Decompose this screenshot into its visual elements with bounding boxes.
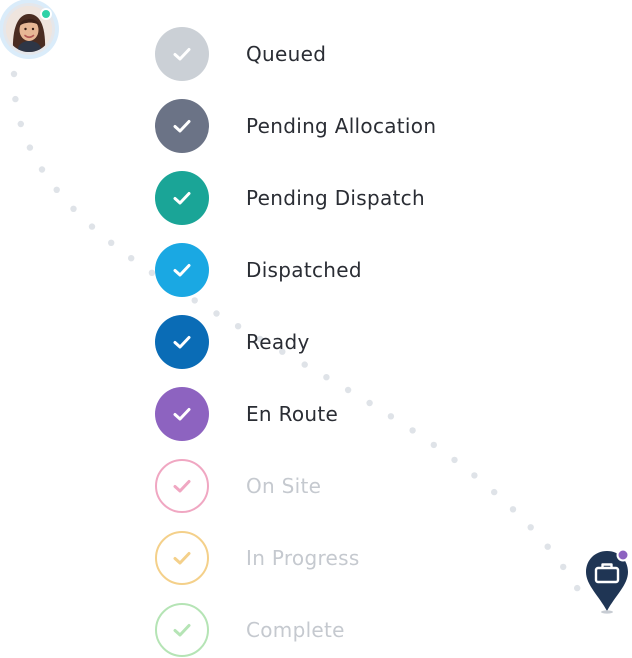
- route-dot: [574, 584, 581, 592]
- route-dot: [213, 310, 220, 317]
- status-indicator[interactable]: [155, 243, 209, 297]
- status-label: En Route: [246, 402, 339, 426]
- route-dot: [10, 70, 18, 78]
- status-item-pending-dispatch[interactable]: Pending Dispatch: [155, 171, 436, 225]
- status-indicator[interactable]: [155, 315, 209, 369]
- route-dot: [148, 269, 156, 276]
- route-dot: [509, 506, 517, 513]
- status-label: Ready: [246, 330, 310, 354]
- route-dot: [387, 413, 395, 420]
- person-photo-icon: [6, 6, 52, 52]
- status-label: In Progress: [246, 546, 360, 570]
- status-indicator[interactable]: [155, 171, 209, 225]
- status-item-dispatched[interactable]: Dispatched: [155, 243, 436, 297]
- status-label: Pending Allocation: [246, 114, 437, 138]
- route-dot: [88, 223, 96, 230]
- status-label: Dispatched: [246, 258, 362, 282]
- status-indicator[interactable]: [155, 99, 209, 153]
- status-item-ready[interactable]: Ready: [155, 315, 436, 369]
- route-dot: [451, 456, 458, 464]
- route-dot: [527, 524, 534, 531]
- status-item-en-route[interactable]: En Route: [155, 387, 436, 441]
- checkmark-icon: [173, 48, 191, 61]
- status-label: Pending Dispatch: [246, 186, 425, 210]
- online-status-dot: [40, 8, 52, 20]
- route-dot: [12, 95, 19, 103]
- route-dot: [279, 348, 286, 355]
- status-indicator[interactable]: [155, 387, 209, 441]
- checkmark-icon: [173, 552, 191, 565]
- route-dot: [491, 488, 498, 496]
- checkmark-icon: [173, 408, 191, 421]
- status-indicator[interactable]: [155, 603, 209, 657]
- route-dot: [70, 205, 77, 212]
- route-dot: [108, 239, 115, 246]
- status-indicator[interactable]: [155, 27, 209, 81]
- route-dot: [301, 361, 308, 368]
- status-label: On Site: [246, 474, 322, 498]
- route-dot: [128, 255, 135, 262]
- route-dot: [26, 144, 34, 151]
- route-dot: [409, 427, 416, 434]
- route-path-dots: [10, 70, 581, 592]
- status-item-in-progress[interactable]: In Progress: [155, 531, 436, 585]
- checkmark-icon: [173, 336, 191, 349]
- status-item-pending-allocation[interactable]: Pending Allocation: [155, 99, 436, 153]
- status-indicator[interactable]: [155, 531, 209, 585]
- route-dot: [430, 441, 437, 449]
- status-indicator[interactable]: [155, 459, 209, 513]
- destination-pin[interactable]: [585, 549, 631, 615]
- route-dot: [323, 374, 330, 381]
- route-dot: [53, 186, 60, 193]
- status-item-complete[interactable]: Complete: [155, 603, 436, 657]
- status-label: Complete: [246, 618, 345, 642]
- checkmark-icon: [173, 480, 191, 493]
- user-avatar[interactable]: [3, 3, 55, 55]
- route-dot: [234, 323, 242, 330]
- checkmark-icon: [173, 624, 191, 637]
- notification-badge: [616, 549, 630, 562]
- status-label: Queued: [246, 42, 327, 66]
- route-dot: [560, 563, 567, 571]
- route-dot: [191, 297, 198, 304]
- briefcase-icon: [594, 563, 620, 584]
- route-dot: [256, 335, 264, 343]
- checkmark-icon: [173, 192, 191, 205]
- status-item-on-site[interactable]: On Site: [155, 459, 436, 513]
- checkmark-icon: [173, 120, 191, 133]
- status-item-queued[interactable]: Queued: [155, 27, 436, 81]
- route-dot: [544, 543, 551, 550]
- route-dot: [344, 386, 352, 394]
- route-dot: [38, 166, 46, 173]
- route-dot: [17, 120, 24, 128]
- route-dot: [471, 472, 478, 479]
- checkmark-icon: [173, 264, 191, 277]
- route-dot: [366, 399, 373, 407]
